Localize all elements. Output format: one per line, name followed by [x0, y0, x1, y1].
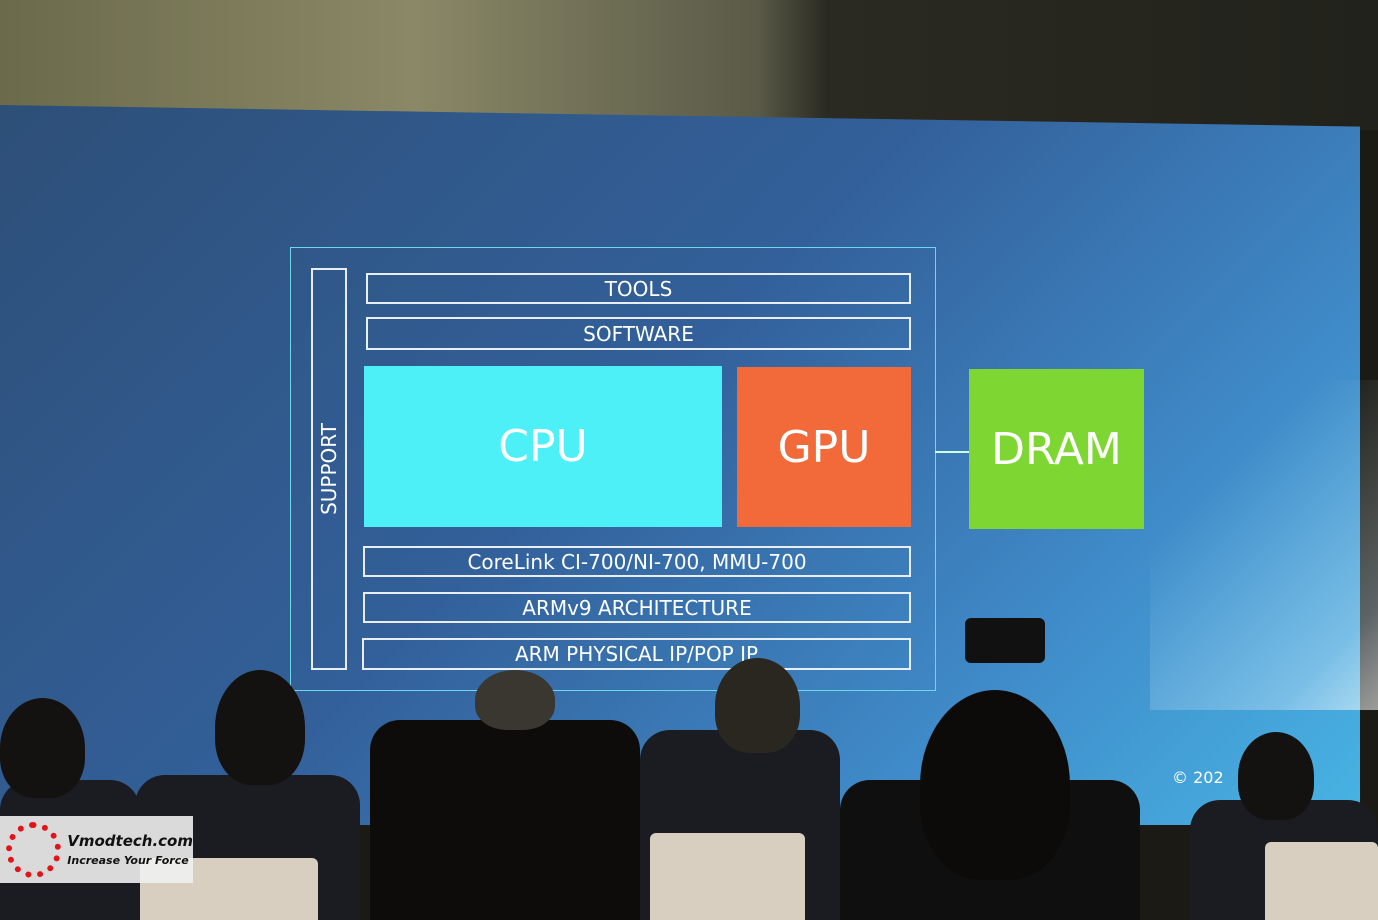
support-bar: SUPPORT: [311, 268, 347, 670]
diagram-frame: [290, 247, 936, 691]
armv9-layer: ARMv9 ARCHITECTURE: [363, 592, 911, 623]
physical-ip-layer: ARM PHYSICAL IP/POP IP: [362, 638, 911, 670]
support-label: SUPPORT: [317, 423, 342, 515]
watermark-site: Vmodtech.com: [67, 832, 193, 850]
watermark-tagline: Increase Your Force: [67, 854, 189, 867]
watermark: Vmodtech.com Increase Your Force: [0, 816, 193, 883]
light-beam: [1150, 380, 1378, 710]
software-layer: SOFTWARE: [366, 317, 911, 350]
venue-ceiling: [0, 0, 1378, 130]
audience: [0, 618, 1378, 920]
copyright-text: © 202: [1172, 768, 1224, 787]
camera-icon: [965, 618, 1045, 663]
vmodtech-logo-icon: [6, 821, 62, 878]
corelink-layer: CoreLink CI-700/NI-700, MMU-700: [363, 546, 911, 577]
cpu-block: CPU: [364, 366, 722, 527]
connector-line: [935, 451, 970, 453]
gpu-block: GPU: [737, 367, 911, 527]
tools-layer: TOOLS: [366, 273, 911, 304]
dram-block: DRAM: [969, 369, 1144, 529]
